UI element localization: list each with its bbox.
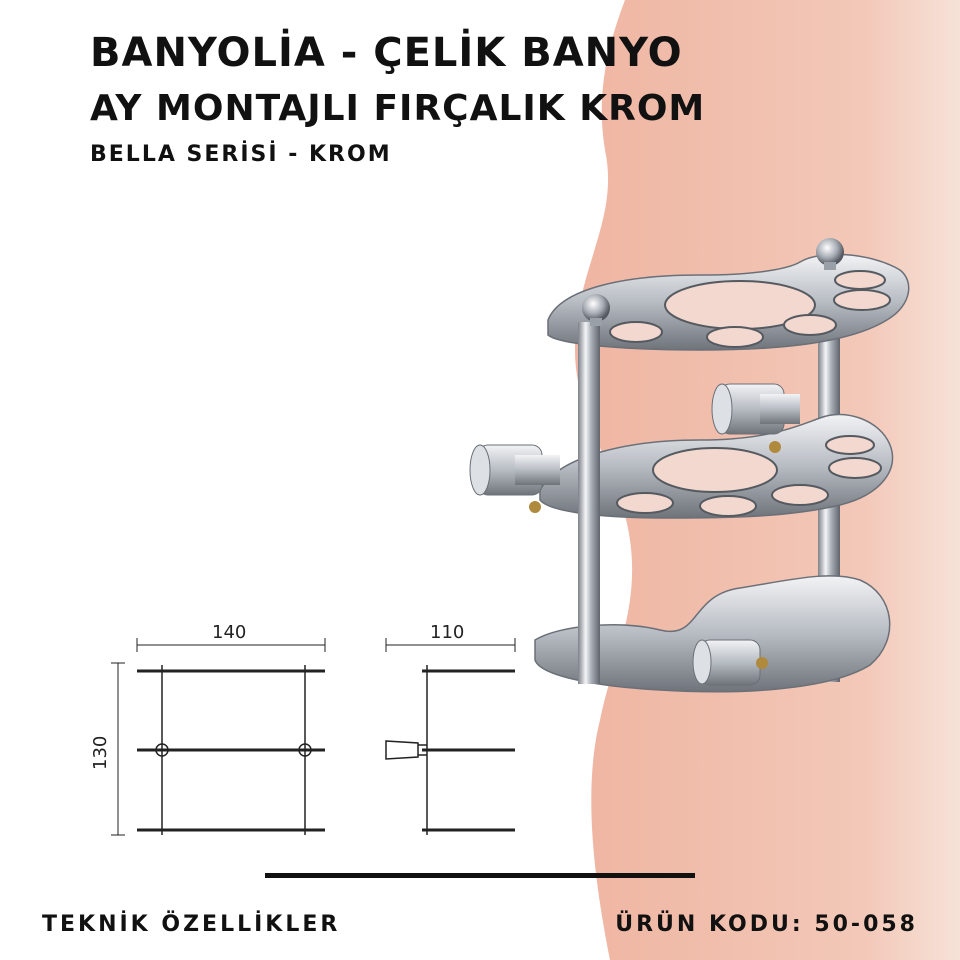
page-title-line2: AY MONTAJLI FIRÇALIK KROM bbox=[90, 88, 706, 129]
page-subtitle: BELLA SERİSİ - KROM bbox=[90, 142, 392, 167]
depth-dimension-label: 110 bbox=[430, 622, 464, 643]
technical-drawing bbox=[111, 638, 516, 836]
technical-specs-label: TEKNİK ÖZELLİKLER bbox=[42, 912, 341, 937]
product-code-label: ÜRÜN KODU: 50-058 bbox=[615, 912, 918, 937]
page-title-line1: BANYOLİA - ÇELİK BANYO bbox=[90, 30, 683, 76]
height-dimension-label: 130 bbox=[90, 736, 111, 770]
footer-divider bbox=[265, 873, 695, 878]
width-dimension-label: 140 bbox=[212, 622, 246, 643]
toothbrush-holder-image bbox=[469, 238, 910, 693]
